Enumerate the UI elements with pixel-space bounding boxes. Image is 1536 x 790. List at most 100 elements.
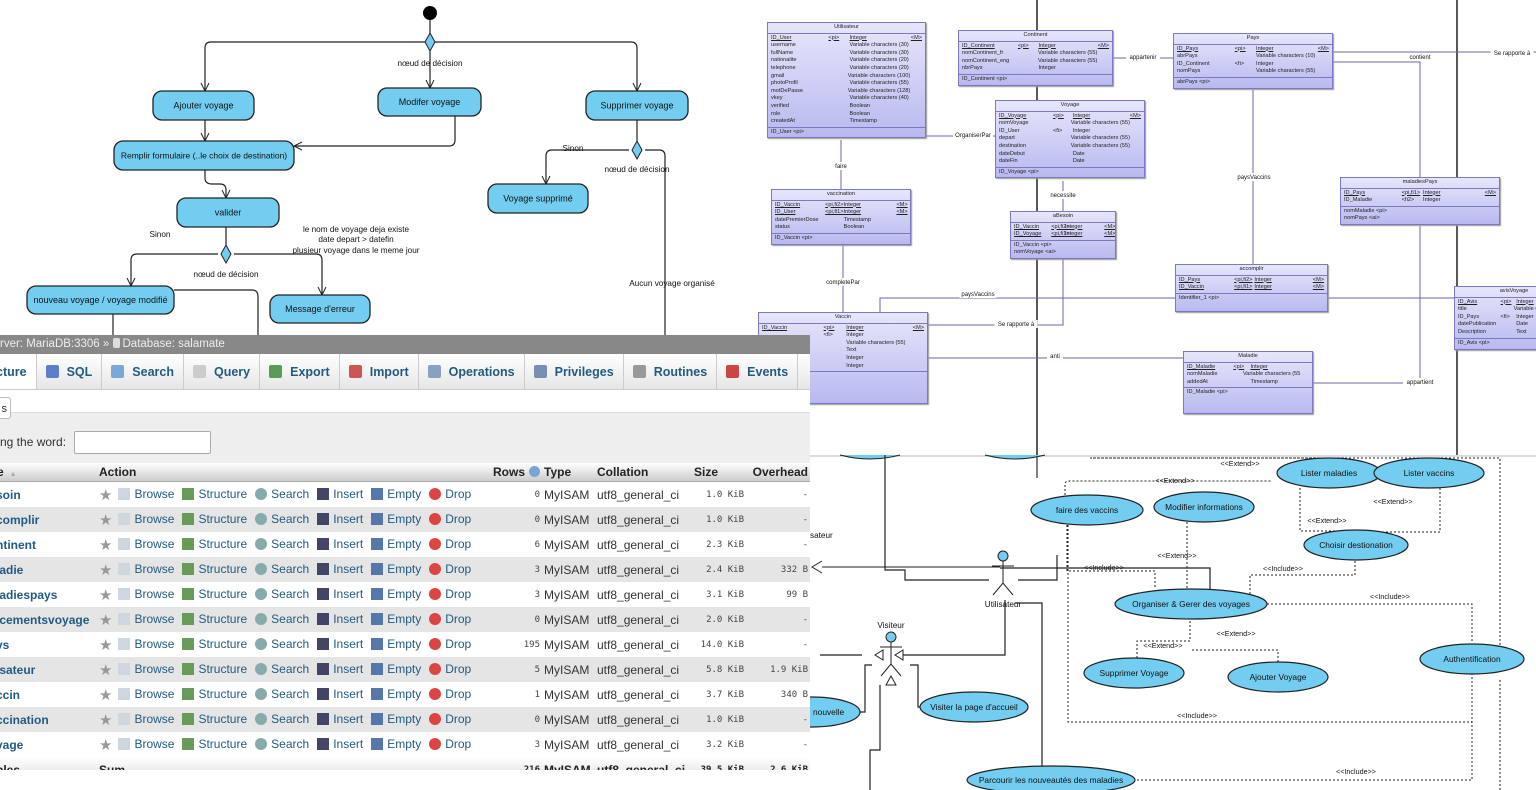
action-drop[interactable]: Drop <box>429 512 471 526</box>
subtab-button[interactable]: s <box>0 397 11 419</box>
action-search[interactable]: Search <box>255 587 309 601</box>
table-name[interactable]: ladie <box>0 557 97 582</box>
action-empty[interactable]: Empty <box>371 737 421 751</box>
action-structure[interactable]: Structure <box>182 712 247 726</box>
table-name-link[interactable]: ccination <box>0 712 49 727</box>
use-case[interactable] <box>1419 643 1525 675</box>
table-name-link[interactable]: ladie <box>0 562 24 577</box>
actor-visiteur[interactable] <box>880 631 902 677</box>
breadcrumb-database[interactable]: Database: salamate <box>122 338 225 350</box>
favorite-star-icon[interactable]: ★ <box>99 636 113 654</box>
action-search[interactable]: Search <box>255 737 309 751</box>
favorite-star-icon[interactable]: ★ <box>99 486 113 504</box>
column-header-collation[interactable]: Collation <box>595 463 692 482</box>
tab-import[interactable]: Import <box>340 354 419 389</box>
action-browse[interactable]: Browse <box>118 512 174 526</box>
table-name[interactable]: icementsvoyage <box>0 607 97 632</box>
action-search[interactable]: Search <box>255 637 309 651</box>
action-insert[interactable]: Insert <box>317 712 363 726</box>
table-name-link[interactable]: ladiespays <box>0 587 58 602</box>
tab-search[interactable]: Search <box>102 354 184 389</box>
column-header-rows[interactable]: Rows <box>490 463 542 482</box>
action-search[interactable]: Search <box>255 487 309 501</box>
favorite-star-icon[interactable]: ★ <box>99 711 113 729</box>
action-empty[interactable]: Empty <box>371 562 421 576</box>
tab-events[interactable]: Events <box>717 354 799 389</box>
action-search[interactable]: Search <box>255 512 309 526</box>
tab-routines[interactable]: Routines <box>624 354 718 389</box>
action-insert[interactable]: Insert <box>317 562 363 576</box>
favorite-star-icon[interactable]: ★ <box>99 686 113 704</box>
action-drop[interactable]: Drop <box>429 662 471 676</box>
favorite-star-icon[interactable]: ★ <box>99 611 113 629</box>
use-case[interactable] <box>1083 657 1185 689</box>
action-structure[interactable]: Structure <box>182 687 247 701</box>
table-name[interactable]: complir <box>0 507 97 532</box>
action-insert[interactable]: Insert <box>317 612 363 626</box>
favorite-star-icon[interactable]: ★ <box>99 586 113 604</box>
action-browse[interactable]: Browse <box>118 662 174 676</box>
table-name-link[interactable]: ntinent <box>0 537 36 552</box>
action-structure[interactable]: Structure <box>182 662 247 676</box>
action-empty[interactable]: Empty <box>371 512 421 526</box>
action-structure[interactable]: Structure <box>182 587 247 601</box>
action-structure[interactable]: Structure <box>182 637 247 651</box>
tab-sql[interactable]: SQL <box>37 354 103 389</box>
table-name-link[interactable]: yage <box>0 737 24 752</box>
action-drop[interactable]: Drop <box>429 737 471 751</box>
action-search[interactable]: Search <box>255 537 309 551</box>
tab-query[interactable]: Query <box>184 354 261 389</box>
action-search[interactable]: Search <box>255 612 309 626</box>
tab-cture[interactable]: cture <box>0 354 37 389</box>
action-insert[interactable]: Insert <box>317 487 363 501</box>
action-drop[interactable]: Drop <box>429 612 471 626</box>
action-browse[interactable]: Browse <box>118 487 174 501</box>
table-name-link[interactable]: complir <box>0 512 40 527</box>
breadcrumb-server[interactable]: rver: MariaDB:3306 » <box>0 338 113 350</box>
action-empty[interactable]: Empty <box>371 537 421 551</box>
action-insert[interactable]: Insert <box>317 587 363 601</box>
action-insert[interactable]: Insert <box>317 512 363 526</box>
column-header-table[interactable]: e ▲ <box>0 463 97 482</box>
table-name-link[interactable]: ys <box>0 637 10 652</box>
action-insert[interactable]: Insert <box>317 687 363 701</box>
action-empty[interactable]: Empty <box>371 687 421 701</box>
action-structure[interactable]: Structure <box>182 512 247 526</box>
table-name-link[interactable]: soin <box>0 487 21 502</box>
column-header-action[interactable]: Action <box>97 463 490 482</box>
filter-input[interactable] <box>74 430 212 454</box>
use-case[interactable] <box>1114 588 1268 620</box>
use-case[interactable] <box>1373 457 1485 489</box>
action-empty[interactable]: Empty <box>371 612 421 626</box>
table-name[interactable]: ntinent <box>0 532 97 557</box>
use-case[interactable] <box>1153 491 1255 523</box>
use-case[interactable] <box>1227 661 1329 693</box>
favorite-star-icon[interactable]: ★ <box>99 661 113 679</box>
help-icon[interactable] <box>529 466 540 477</box>
action-browse[interactable]: Browse <box>118 537 174 551</box>
table-name[interactable]: ccination <box>0 707 97 732</box>
tab-export[interactable]: Export <box>260 354 340 389</box>
favorite-star-icon[interactable]: ★ <box>99 536 113 554</box>
action-drop[interactable]: Drop <box>429 562 471 576</box>
table-name[interactable]: ccin <box>0 682 97 707</box>
action-empty[interactable]: Empty <box>371 637 421 651</box>
table-name[interactable]: isateur <box>0 657 97 682</box>
table-name[interactable]: yage <box>0 732 97 757</box>
action-structure[interactable]: Structure <box>182 537 247 551</box>
action-insert[interactable]: Insert <box>317 537 363 551</box>
action-empty[interactable]: Empty <box>371 587 421 601</box>
action-drop[interactable]: Drop <box>429 687 471 701</box>
table-name[interactable]: ys <box>0 632 97 657</box>
favorite-star-icon[interactable]: ★ <box>99 511 113 529</box>
action-insert[interactable]: Insert <box>317 662 363 676</box>
table-name-link[interactable]: ccin <box>0 687 21 702</box>
